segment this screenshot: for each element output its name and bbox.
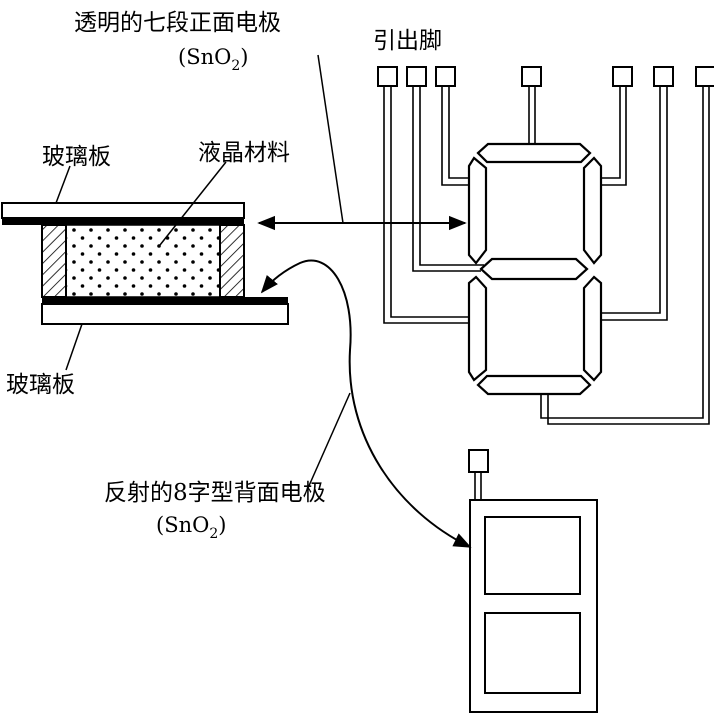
segment-a: [476, 142, 592, 164]
back-electrode-pin: [468, 449, 489, 473]
segment-g: [479, 257, 589, 281]
right-seal: [219, 224, 245, 298]
leader-back-electrode: [307, 392, 351, 489]
lead-wires: [383, 86, 710, 425]
lcd-cross-section: [1, 202, 289, 325]
seven-segment-electrode: [467, 142, 603, 396]
back-electrode-arrow: [260, 259, 472, 548]
liquid-crystal-label: 液晶材料: [198, 140, 290, 166]
back-electrode-frame: [469, 499, 598, 713]
glass-bottom-label: 玻璃板: [6, 372, 75, 398]
pin-1: [377, 66, 398, 87]
segment-c: [582, 275, 603, 382]
leader-glass-bottom: [65, 323, 83, 371]
pin-5: [612, 66, 633, 87]
back-electrode-label: 反射的8字型背面电极: [104, 480, 326, 506]
segment-e: [467, 275, 488, 382]
segment-d: [476, 374, 592, 396]
front-electrode-formula: (SnO2): [178, 45, 248, 74]
back-electrode-upper-window: [484, 516, 581, 595]
segment-b: [582, 156, 603, 265]
pin-6: [653, 66, 674, 87]
glass-top-label: 玻璃板: [42, 144, 111, 170]
lead-pins-label: 引出脚: [373, 28, 442, 54]
pin-7: [695, 66, 714, 87]
left-seal: [41, 224, 67, 298]
leader-liquid-crystal: [159, 161, 227, 246]
lead-pins: [377, 66, 714, 87]
leader-glass-top: [55, 165, 71, 204]
leader-front-electrode: [317, 54, 344, 224]
pin-2: [406, 66, 427, 87]
front-electrode-label: 透明的七段正面电极: [74, 10, 281, 36]
segment-f: [467, 156, 488, 265]
top-glass-plate: [1, 202, 245, 219]
bottom-glass-plate: [41, 303, 289, 325]
back-electrode: [468, 449, 598, 713]
pin-3: [435, 66, 456, 87]
bottom-electrode-layer: [42, 297, 288, 304]
top-electrode-layer: [2, 218, 244, 225]
back-electrode-lower-window: [484, 612, 581, 694]
liquid-crystal-layer: [65, 224, 221, 298]
pin-4: [521, 66, 542, 87]
back-electrode-formula: (SnO2): [156, 513, 226, 542]
